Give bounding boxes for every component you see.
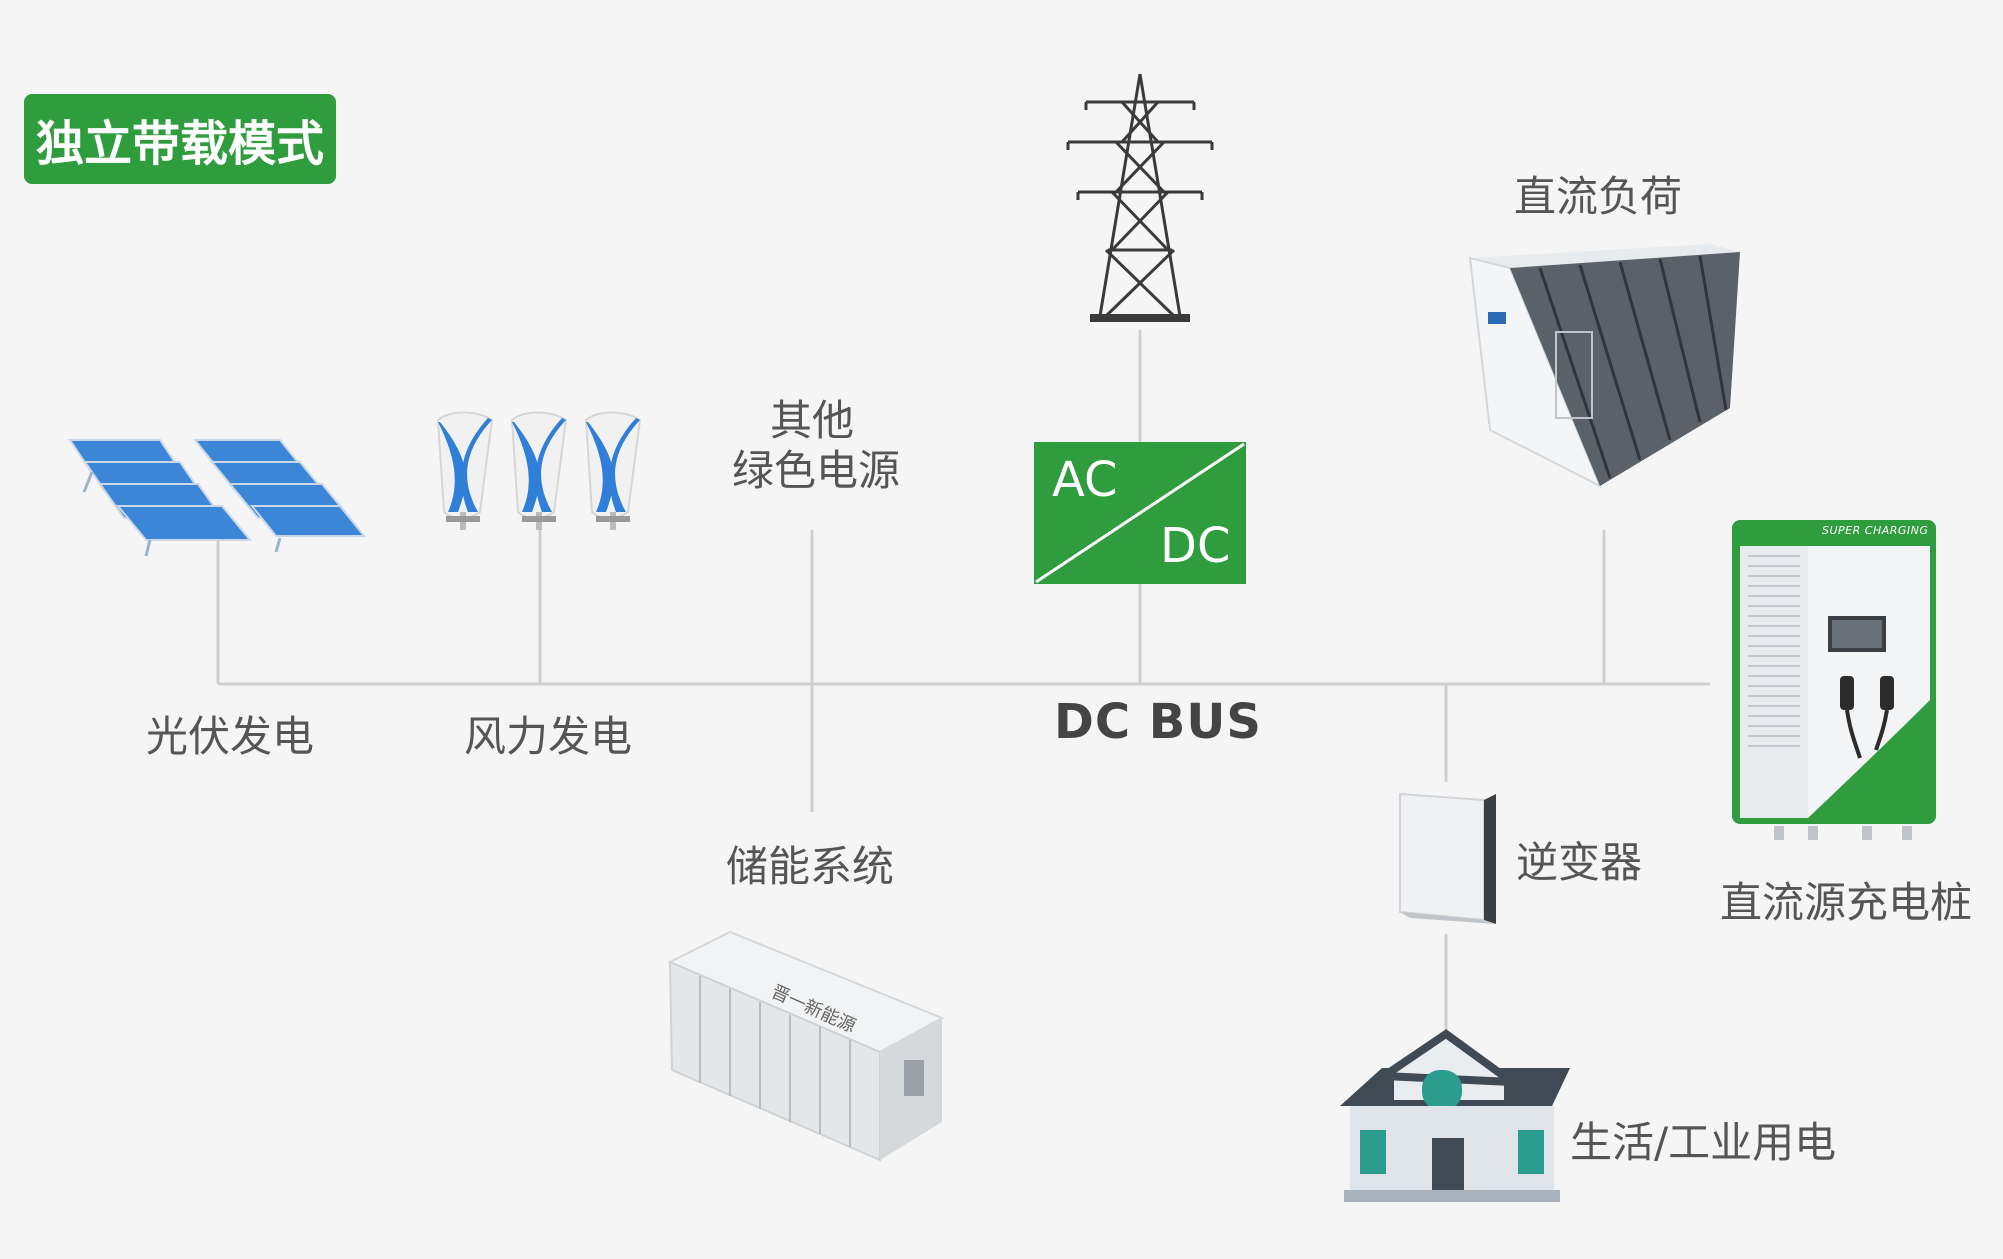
pylon-base	[1090, 314, 1190, 322]
charger-label: 直流源充电桩	[1720, 878, 1973, 927]
other-green-power-label: 其他 绿色电源	[732, 396, 901, 497]
wind-label: 风力发电	[464, 712, 633, 761]
pylon-icon	[1066, 73, 1214, 318]
ac-dc-converter-icon	[1034, 442, 1246, 584]
chiller-icon	[1468, 244, 1740, 489]
dc-bus-label: DC BUS	[1054, 694, 1262, 750]
solar-panel-icon	[68, 439, 367, 557]
home-industry-label: 生活/工业用电	[1570, 1118, 1837, 1167]
other-label-line2: 绿色电源	[732, 446, 901, 496]
mode-badge: 独立带载模式	[24, 94, 336, 184]
inverter-icon	[1399, 792, 1496, 924]
house-icon	[1340, 1029, 1570, 1202]
charger-icon	[1732, 520, 1936, 840]
pv-label: 光伏发电	[146, 712, 315, 761]
wind-turbine-icon	[436, 411, 642, 530]
dc-load-label: 直流负荷	[1514, 172, 1683, 221]
other-label-line1: 其他	[769, 396, 854, 445]
converter-dc-label: DC	[1160, 518, 1231, 574]
storage-label: 储能系统	[726, 842, 895, 891]
inverter-label: 逆变器	[1516, 838, 1643, 887]
container-icon: 晋一新能源	[667, 930, 945, 1162]
charger-brand-text: SUPER CHARGING	[1822, 524, 1929, 537]
connection-lines	[216, 330, 1710, 1034]
converter-ac-label: AC	[1052, 452, 1118, 508]
